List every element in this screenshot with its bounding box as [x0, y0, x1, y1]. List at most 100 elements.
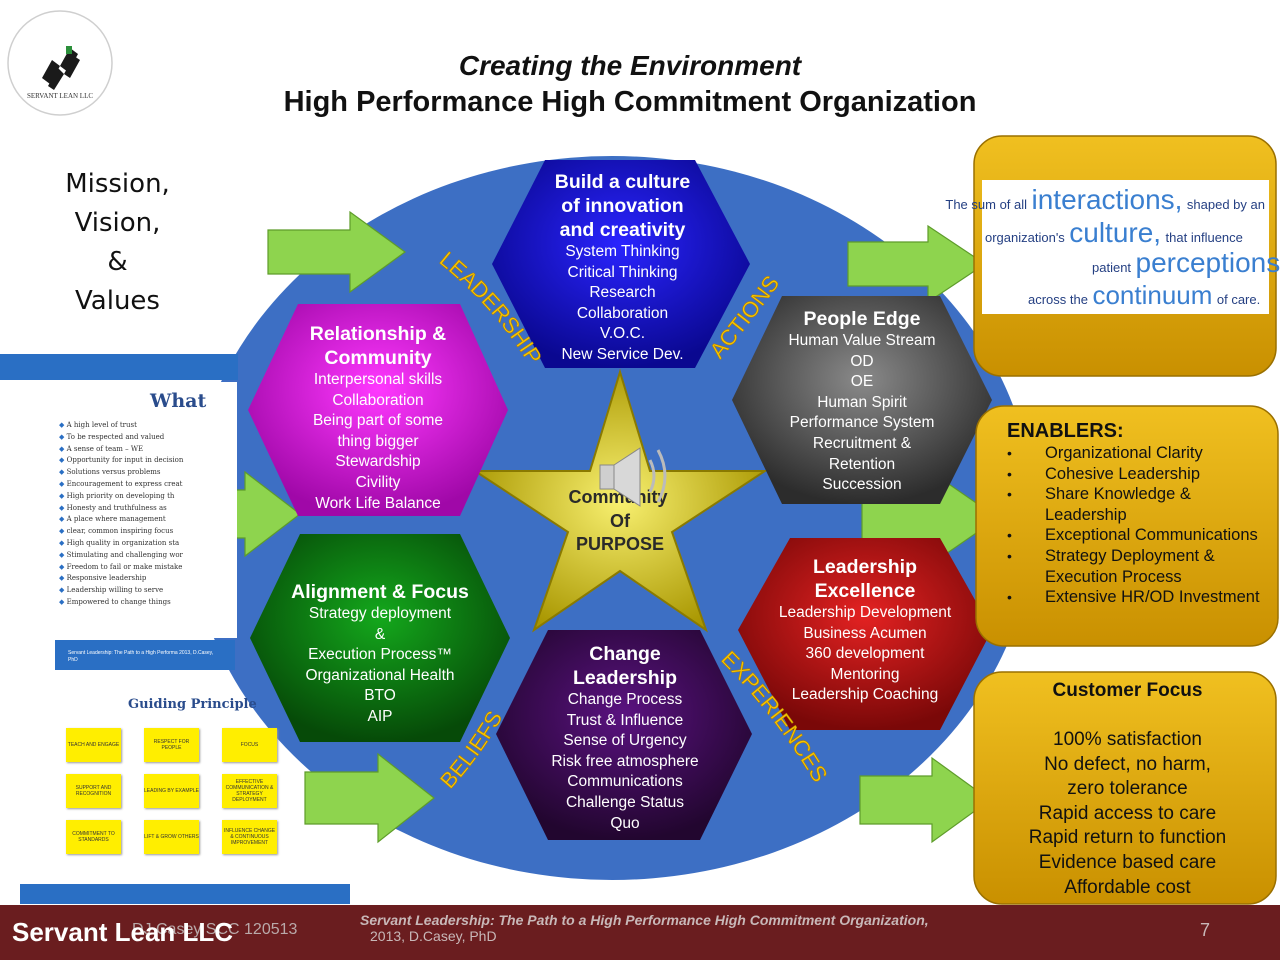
arrow-icon [859, 756, 992, 844]
quote-text: that influence [1165, 230, 1243, 245]
doc-bullet: ◆ To be respected and valued [59, 432, 165, 441]
hex-title-line: Relationship & [309, 323, 447, 345]
quote-text: patient [1092, 260, 1132, 275]
doc-bullet: ◆ A place where management [59, 515, 166, 524]
enabler-item: Extensive HR/OD Investment [1005, 587, 1275, 608]
center-line-2: Of [610, 511, 631, 531]
hex-item: OE [850, 373, 874, 391]
hex-item: Succession [822, 476, 902, 494]
hex-people-edge [732, 296, 992, 504]
doc-bottom-band [20, 884, 350, 904]
doc-bullet: ◆ Responsive leadership [59, 574, 147, 583]
quote-text: of care. [1216, 292, 1261, 307]
quote-keyword: continuum [1092, 280, 1213, 310]
company-logo: SERVANT LEAN LLC [7, 10, 113, 116]
hex-item: System Thinking [565, 243, 680, 260]
doc-bullet: ◆ Leadership willing to serve [59, 586, 164, 595]
hex-innovation [492, 160, 750, 368]
quote-text: shaped by an [1186, 197, 1265, 212]
doc-header-bar [0, 354, 238, 380]
community-star [471, 368, 769, 633]
hex-relationship [248, 304, 508, 516]
hex-title-line: Alignment & Focus [291, 581, 469, 603]
hex-item: thing bigger [337, 432, 419, 450]
hex-leadership-excellence [738, 538, 992, 730]
hex-item: Human Spirit [817, 393, 907, 411]
mvv-line: Mission, [65, 169, 170, 199]
mvv-line: Values [75, 286, 160, 316]
customer-focus-item: Evidence based care [1038, 851, 1217, 873]
footer-citation: Servant Leadership: The Path to a High P… [360, 912, 1000, 944]
arrow-icon [847, 224, 987, 304]
doc-bullet: ◆ Freedom to fail or make mistake [59, 562, 183, 571]
enabler-item: Organizational Clarity [1005, 443, 1275, 464]
doc-heading: What [150, 390, 207, 412]
hex-change-leadership [496, 630, 752, 840]
doc-bullet: ◆ Stimulating and challenging wor [59, 550, 183, 559]
hex-item: AIP [367, 707, 393, 725]
hex-title-line: Leadership [572, 667, 678, 689]
speaker-icon[interactable] [599, 447, 667, 507]
arrow-icon [267, 210, 407, 294]
page-number: 7 [1200, 920, 1211, 940]
quote-text: across the [1028, 292, 1088, 307]
guiding-principle-card: SUPPORT AND RECOGNITION [66, 774, 121, 808]
hex-item: Critical Thinking [567, 263, 678, 281]
doc-bullet: ◆ High priority on developing th [59, 491, 175, 500]
hex-relationship-text: Relationship & Community Interpersonal s… [258, 322, 498, 514]
guiding-principle-card: TEACH AND ENGAGE [66, 728, 121, 762]
footer-code: DJ Casey SCC 120513 [132, 921, 298, 938]
doc-bullets: ◆ A high level of trust ◆ To be respected… [59, 420, 237, 609]
page-subtitle: High Performance High Commitment Organiz… [283, 86, 977, 118]
enabler-item: Cohesive Leadership [1005, 464, 1275, 485]
hex-item: Leadership Coaching [791, 686, 939, 704]
hex-item: Stewardship [335, 453, 421, 471]
doc-bullet: ◆ Empowered to change things [59, 597, 171, 606]
hex-change-leadership-text: Change Leadership Change Process Trust &… [505, 642, 745, 834]
hex-item: Collaboration [332, 391, 424, 409]
hex-item: OD [850, 352, 874, 370]
customer-focus-box-bg [973, 671, 1277, 905]
hex-item: Quo [610, 814, 640, 832]
hex-item: Performance System [789, 414, 935, 432]
citation-year: 2013, D.Casey, PhD [370, 928, 497, 944]
page-title: Creating the Environment [458, 50, 802, 81]
hex-item: 360 development [805, 645, 925, 663]
customer-focus-item: zero tolerance [1067, 778, 1188, 800]
hex-item: Interpersonal skills [313, 371, 443, 388]
quote-text: The sum of all [945, 197, 1028, 212]
hex-title-line: of innovation [561, 195, 684, 217]
hex-item: Civility [355, 473, 401, 491]
hex-item: Sense of Urgency [563, 732, 687, 750]
guiding-principle-card: RESPECT FOR PEOPLE [144, 728, 199, 762]
mission-vision-values: Mission, Vision, & Values [40, 165, 195, 321]
customer-focus-item: Rapid access to care [1038, 802, 1217, 824]
hex-item: Research [589, 284, 656, 302]
hex-item: Organizational Health [305, 666, 455, 684]
hex-title-line: and creativity [559, 219, 686, 241]
quote-text: organization's [985, 230, 1065, 245]
hex-item: Challenge Status [565, 793, 685, 811]
enabler-item: Share Knowledge & Leadership [1005, 484, 1275, 525]
hex-alignment-focus-text: Alignment & Focus Strategy deployment & … [260, 580, 500, 728]
doc-bullet: ◆ Opportunity for input in decision [59, 456, 184, 465]
logo-wordmark: SERVANT LEAN LLC [27, 92, 93, 100]
hex-item: Human Value Stream [788, 332, 936, 349]
hex-item: Mentoring [830, 665, 900, 683]
footer-bar [0, 905, 1280, 960]
hex-item: Trust & Influence [566, 711, 684, 729]
doc-bullet: ◆ Solutions versus problems [59, 468, 161, 477]
doc-bullet: ◆ Honesty and truthfulness as [59, 503, 167, 512]
hex-people-edge-text: People Edge Human Value Stream OD OE Hum… [742, 307, 982, 496]
hex-item: & [374, 625, 386, 643]
guiding-principle-card: LEADING BY EXAMPLE [144, 774, 199, 808]
quote-keyword: perceptions [1135, 247, 1280, 278]
hex-item: Leadership Development [778, 604, 952, 621]
guiding-principle-card: COMMITMENT TO STANDARDS [66, 820, 121, 854]
hex-item: BTO [364, 687, 396, 705]
customer-focus-title: Customer Focus [1052, 680, 1203, 701]
footer-brand: Servant Lean LLC [12, 917, 234, 947]
doc-bullet: ◆ A high level of trust [59, 421, 137, 429]
citation-title: Servant Leadership: The Path to a High P… [360, 912, 929, 928]
